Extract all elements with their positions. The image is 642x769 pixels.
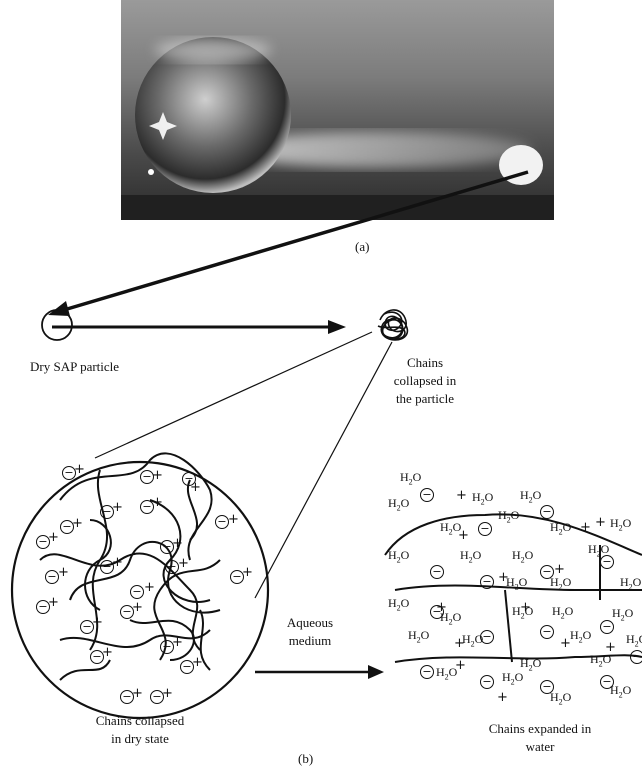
water-molecule-icon: H2O	[620, 575, 641, 591]
positive-ion-icon: +	[595, 515, 606, 530]
water-molecule-icon: H2O	[512, 548, 533, 564]
positive-ion-icon: +	[48, 530, 59, 545]
positive-ion-icon: +	[190, 480, 201, 495]
water-molecule-icon: H2O	[498, 508, 519, 524]
positive-ion-icon: +	[74, 462, 85, 477]
chains-collapsed-particle-label: Chains collapsed in the particle	[380, 354, 470, 408]
water-molecule-icon: H2O	[550, 690, 571, 706]
water-molecule-icon: H2O	[440, 520, 461, 536]
water-molecule-icon: H2O	[590, 652, 611, 668]
water-molecule-icon: H2O	[462, 632, 483, 648]
positive-ion-icon: +	[172, 635, 183, 650]
label-line: in dry state	[80, 730, 200, 748]
positive-ion-icon: +	[162, 686, 173, 701]
negative-ion-icon: −	[130, 585, 144, 599]
water-molecule-icon: H2O	[626, 632, 642, 648]
label-line: Chains collapsed	[80, 712, 200, 730]
water-molecule-icon: H2O	[400, 470, 421, 486]
positive-ion-icon: +	[112, 500, 123, 515]
water-molecule-icon: H2O	[520, 488, 541, 504]
aqueous-medium-label: Aqueous medium	[275, 614, 345, 650]
water-molecule-icon: H2O	[610, 683, 631, 699]
positive-ion-icon: +	[456, 488, 467, 503]
label-line: Chains	[380, 354, 470, 372]
positive-ion-icon: +	[48, 595, 59, 610]
label-line: Aqueous	[275, 614, 345, 632]
positive-ion-icon: +	[102, 645, 113, 660]
chains-expanded-label: Chains expanded in water	[470, 720, 610, 756]
water-molecule-icon: H2O	[588, 542, 609, 558]
positive-ion-icon: +	[152, 495, 163, 510]
negative-ion-icon: −	[430, 565, 444, 579]
label-line: the particle	[380, 390, 470, 408]
water-molecule-icon: H2O	[460, 548, 481, 564]
water-molecule-icon: H2O	[408, 628, 429, 644]
positive-ion-icon: +	[172, 536, 183, 551]
positive-ion-icon: +	[132, 686, 143, 701]
positive-ion-icon: +	[144, 580, 155, 595]
label-line: water	[470, 738, 610, 756]
positive-ion-icon: +	[58, 565, 69, 580]
water-molecule-icon: H2O	[550, 575, 571, 591]
negative-ion-icon: −	[630, 650, 642, 664]
negative-ion-icon: −	[165, 560, 179, 574]
negative-ion-icon: −	[480, 575, 494, 589]
positive-ion-icon: +	[92, 615, 103, 630]
positive-ion-icon: +	[132, 600, 143, 615]
positive-ion-icon: +	[242, 565, 253, 580]
water-molecule-icon: H2O	[610, 516, 631, 532]
water-molecule-icon: H2O	[388, 596, 409, 612]
positive-ion-icon: +	[178, 556, 189, 571]
positive-ion-icon: +	[228, 512, 239, 527]
positive-ion-icon: +	[112, 555, 123, 570]
water-molecule-icon: H2O	[570, 628, 591, 644]
water-molecule-icon: H2O	[436, 665, 457, 681]
negative-ion-icon: −	[478, 522, 492, 536]
dry-particle-label: Dry SAP particle	[30, 358, 119, 376]
negative-ion-icon: −	[45, 570, 59, 584]
negative-ion-icon: −	[540, 625, 554, 639]
positive-ion-icon: +	[72, 516, 83, 531]
label-line: collapsed in	[380, 372, 470, 390]
water-molecule-icon: H2O	[550, 520, 571, 536]
positive-ion-icon: +	[580, 520, 591, 535]
label-line: medium	[275, 632, 345, 650]
positive-ion-icon: +	[497, 690, 508, 705]
caption-b: (b)	[298, 750, 313, 768]
water-molecule-icon: H2O	[552, 604, 573, 620]
water-molecule-icon: H2O	[506, 575, 527, 591]
negative-ion-icon: −	[480, 675, 494, 689]
water-molecule-icon: H2O	[612, 606, 633, 622]
water-molecule-icon: H2O	[388, 548, 409, 564]
negative-ion-icon: −	[420, 665, 434, 679]
negative-ion-icon: −	[420, 488, 434, 502]
water-molecule-icon: H2O	[440, 610, 461, 626]
positive-ion-icon: +	[152, 468, 163, 483]
water-molecule-icon: H2O	[502, 670, 523, 686]
negative-ion-icon: −	[215, 515, 229, 529]
chains-collapsed-dry-label: Chains collapsed in dry state	[80, 712, 200, 748]
water-molecule-icon: H2O	[388, 496, 409, 512]
positive-ion-icon: +	[192, 655, 203, 670]
negative-ion-icon: −	[540, 505, 554, 519]
label-line: Chains expanded in	[470, 720, 610, 738]
water-molecule-icon: H2O	[472, 490, 493, 506]
water-molecule-icon: H2O	[512, 604, 533, 620]
